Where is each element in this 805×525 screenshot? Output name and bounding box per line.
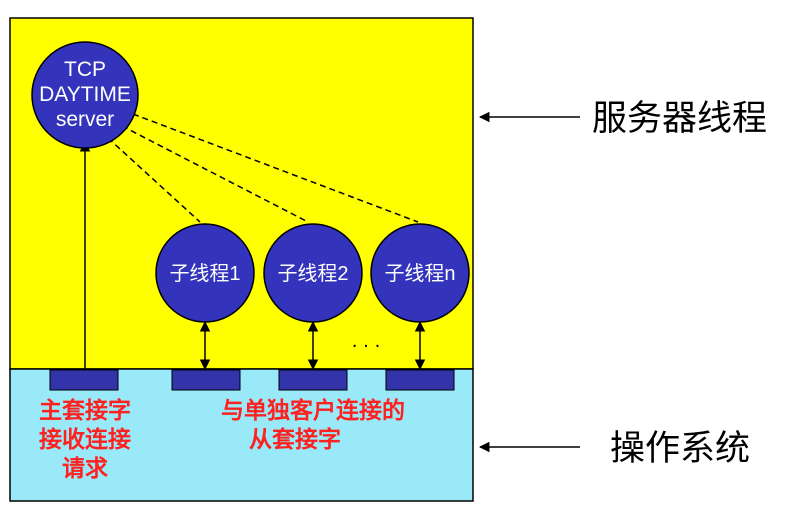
slave-socket-block-1 [171,369,241,391]
dashed-link-child-2 [121,125,309,223]
server-node-line-3: server [56,108,114,131]
master-socket-label-line-2: 接收连接 [39,426,131,453]
server-node-line-1: TCP [64,58,106,81]
master-socket-label-line-3: 请求 [62,456,108,482]
slave-socket-block-n [385,369,455,391]
server-node [31,41,139,149]
slave-socket-block-2 [278,369,348,391]
slave-socket-label-line-1: 与单独客户连接的 [221,397,405,424]
dashed-link-child-1 [107,137,201,223]
child-thread-label-2: 子线程2 [277,262,348,285]
slave-socket-label-line-2: 从套接字 [249,426,341,453]
child-thread-label-n: 子线程n [384,262,455,285]
ellipsis: · · · [352,336,381,357]
master-socket-label-line-1: 主套接字 [39,397,131,424]
child-thread-node-1 [155,223,255,323]
child-thread-node-n [370,223,470,323]
os-region [9,368,474,502]
server-node-line-2: DAYTIME [39,83,131,106]
child-thread-label-1: 子线程1 [169,262,240,285]
operating-system-label: 操作系统 [610,429,750,469]
server-thread-label: 服务器线程 [592,99,767,139]
child-thread-node-2 [263,223,363,323]
dashed-link-child-n [132,113,419,223]
master-socket-block [49,369,119,391]
